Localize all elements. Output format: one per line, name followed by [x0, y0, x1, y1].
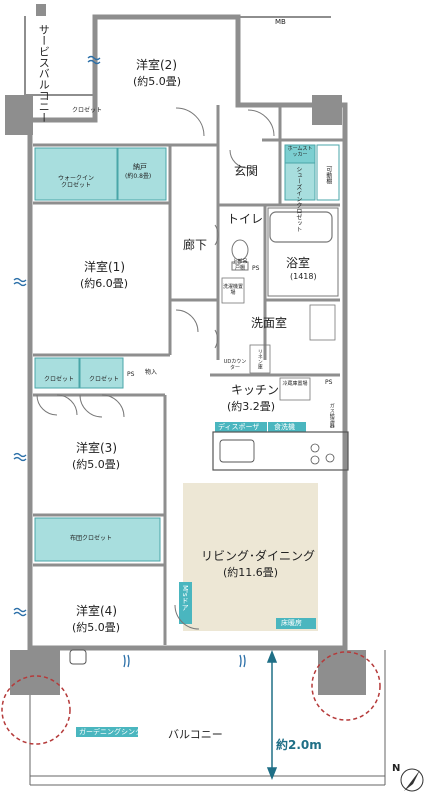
toilet-bowl — [231, 239, 249, 261]
room-western4-size: (約5.0畳) — [72, 621, 121, 634]
room-service-balcony-name: サービスバルコニー — [37, 24, 51, 123]
ms-door-tag-bg — [179, 582, 192, 624]
room-western2-size: (約5.0畳) — [133, 75, 182, 88]
fridge-label: 冷蔵庫置場 — [282, 381, 308, 387]
floor-heating-tag-bg — [276, 618, 316, 629]
disposer-tag-bg — [215, 422, 267, 432]
fridge-box — [279, 377, 311, 401]
interior-walls — [33, 105, 345, 645]
gardening-sink — [69, 649, 87, 665]
balcony-depth-label: 約2.0m — [276, 738, 322, 752]
nando-size-label: (約0.8畳) — [125, 173, 152, 180]
closet-3b-label: クロゼット — [89, 376, 120, 383]
room-washroom-name: 洗面室 — [251, 316, 288, 330]
sink — [219, 439, 255, 463]
room-western2-name: 洋室(2) — [136, 58, 177, 72]
room-corridor-name: 廊下 — [183, 238, 208, 252]
closet-2-label: クロゼット — [72, 107, 103, 114]
room-entrance-name: 玄関 — [234, 164, 259, 178]
balcony-outline — [29, 650, 386, 786]
gardening-sink-tag-bg — [76, 727, 138, 737]
walkin-closet — [34, 147, 118, 201]
room-western3-size: (約5.0畳) — [72, 458, 121, 471]
room-western1-size: (約6.0畳) — [80, 277, 129, 290]
room-western3-name: 洋室(3) — [76, 441, 117, 455]
nando-label: 納戸 — [133, 163, 147, 171]
ps-label-3: PS — [325, 379, 333, 386]
movable-shelf-label: 可動棚 — [324, 166, 332, 184]
stove-3 — [310, 455, 320, 465]
windows — [13, 55, 246, 668]
north-arrow — [400, 768, 424, 792]
linen — [249, 344, 271, 374]
washbasin — [309, 304, 336, 341]
dishwasher-tag: 食洗機 — [274, 423, 295, 431]
movable-shelf — [316, 144, 340, 201]
room-ldk-name: リビング･ダイニング — [201, 549, 316, 563]
stove-1 — [310, 443, 320, 453]
kitchen-counter — [212, 431, 349, 471]
dishwasher-tag-bg — [268, 422, 306, 432]
ms-door-tag: M'sドア — [181, 585, 190, 611]
futon-closet — [34, 517, 161, 562]
stove-2 — [325, 453, 335, 463]
pillar-circles — [1, 651, 381, 745]
linen-label: リネン庫 — [256, 349, 263, 369]
north-label: N — [392, 763, 401, 774]
nando — [117, 147, 167, 201]
room-balcony-name: バルコニー — [168, 728, 223, 741]
closet-3b — [79, 357, 124, 389]
doors — [36, 107, 275, 630]
futon-closet-label: 布団クロゼット — [70, 535, 113, 542]
room-western4-name: 洋室(4) — [76, 604, 117, 618]
storage-small-label: 物入 — [145, 369, 158, 376]
home-stocker — [284, 144, 316, 164]
walkin-closet-label: ウォークインクロゼット — [57, 175, 94, 189]
floor-heating-tag: 床暖房 — [281, 619, 302, 627]
outer-walls — [24, 14, 348, 653]
storage-areas — [34, 144, 340, 562]
closet-3a-label: クロゼット — [44, 376, 75, 383]
home-stocker-label: ホームストッカー — [287, 146, 313, 158]
disposer-tag: ディスポーザ — [218, 423, 260, 431]
washer-label: 洗濯機置場 — [223, 284, 244, 296]
mb-label: MB — [275, 18, 286, 26]
gardening-sink-tag: ガーデニングシンク — [79, 728, 142, 736]
closet-3a — [34, 357, 80, 389]
room-toilet-name: トイレ — [227, 212, 264, 226]
upper-cabinet-label: 上部吊戸棚 — [232, 259, 248, 271]
balcony-depth-arrow — [266, 649, 278, 781]
bathtub — [269, 211, 333, 243]
room-kitchen-name: キッチン — [231, 383, 280, 397]
shoes-closet-label: シューズインクロゼット — [294, 166, 302, 232]
toilet-tank — [231, 261, 249, 271]
gas-meter-label: ガス給湯器 — [328, 403, 335, 428]
ud-counter-label: UDカウンター — [223, 359, 247, 371]
washer-space — [221, 277, 245, 304]
floor-heating-area — [183, 483, 318, 631]
room-ldk-size: (約11.6畳) — [223, 566, 279, 579]
ps-label-1: PS — [252, 265, 260, 272]
bath-room — [267, 207, 339, 297]
room-bath-size: (1418) — [290, 272, 317, 281]
room-kitchen-size: (約3.2畳) — [227, 400, 276, 413]
ps-label-2: PS — [127, 371, 135, 378]
pillars — [5, 4, 366, 695]
room-western1-name: 洋室(1) — [84, 260, 125, 274]
room-bath-name: 浴室 — [286, 256, 311, 270]
